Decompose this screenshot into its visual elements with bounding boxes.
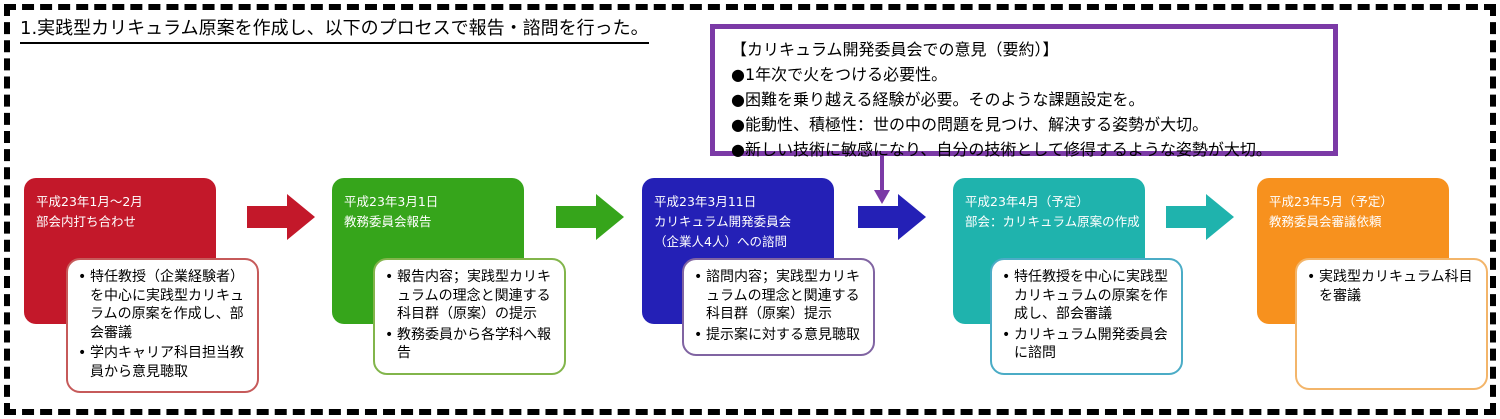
flow-arrow-2	[556, 194, 624, 240]
stage-date: 平成23年3月11日	[654, 194, 757, 209]
detail-item: 報告内容；実践型カリキュラムの理念と関連する科目群（原案）の提示	[385, 268, 554, 324]
stage-detail-2: 報告内容；実践型カリキュラムの理念と関連する科目群（原案）の提示 教務委員から各…	[373, 258, 566, 375]
flow-arrow-1	[247, 194, 315, 240]
opinion-item: ●困難を乗り越える経験が必要。そのような課題設定を。	[731, 90, 1145, 109]
detail-item: 特任教授（企業経験者）を中心に実践型カリキュラムの原案を作成し、部会審議	[78, 268, 247, 342]
opinion-title: 【カリキュラム開発委員会での意見（要約）】	[731, 40, 1059, 59]
detail-item: 提示案に対する意見聴取	[694, 326, 863, 345]
detail-item: カリキュラム開発委員会に諮問	[1002, 326, 1171, 363]
stage-date: 平成23年4月（予定）	[965, 194, 1089, 209]
stage-detail-3: 諮問内容；実践型カリキュラムの理念と関連する科目群（原案）提示 提示案に対する意…	[682, 258, 875, 356]
stage-detail-4: 特任教授を中心に実践型カリキュラムの原案を作成し、部会審議 カリキュラム開発委員…	[990, 258, 1183, 375]
page-title: 1.実践型カリキュラム原案を作成し、以下のプロセスで報告・諮問を行った。	[20, 14, 649, 44]
stage-title: 教務委員会審議依頼	[1269, 214, 1382, 229]
dashed-frame	[4, 4, 1496, 415]
stage-title: 部会内打ち合わせ	[36, 214, 137, 229]
opinion-item: ●新しい技術に敏感になり、自分の技術として修得するような姿勢が大切。	[731, 140, 1272, 159]
detail-item: 諮問内容；実践型カリキュラムの理念と関連する科目群（原案）提示	[694, 268, 863, 324]
opinion-item: ●1年次で火をつける必要性。	[731, 65, 948, 84]
stage-title: カリキュラム開発委員会	[654, 214, 792, 229]
committee-opinion-box: 【カリキュラム開発委員会での意見（要約）】 ●1年次で火をつける必要性。 ●困難…	[710, 24, 1338, 159]
stage-detail-1: 特任教授（企業経験者）を中心に実践型カリキュラムの原案を作成し、部会審議 学内キ…	[66, 258, 259, 393]
stage-date: 平成23年5月（予定）	[1269, 194, 1393, 209]
detail-item: 特任教授を中心に実践型カリキュラムの原案を作成し、部会審議	[1002, 268, 1171, 324]
detail-item: 実践型カリキュラム科目を審議	[1307, 268, 1476, 305]
stage-title: 部会：カリキュラム原案の作成	[965, 214, 1140, 229]
stage-date: 平成23年1月〜2月	[36, 194, 143, 209]
stage-date: 平成23年3月1日	[344, 194, 439, 209]
opinion-down-arrow	[874, 156, 890, 204]
detail-item: 教務委員から各学科へ報告	[385, 326, 554, 363]
detail-item: 学内キャリア科目担当教員から意見聴取	[78, 344, 247, 381]
flow-arrow-4	[1166, 194, 1234, 240]
stage-subtitle: （企業人4人）への諮問	[654, 234, 787, 249]
stage-detail-5: 実践型カリキュラム科目を審議	[1295, 258, 1488, 390]
stage-title: 教務委員会報告	[344, 214, 432, 229]
opinion-item: ●能動性、積極性：世の中の問題を見つけ、解決する姿勢が大切。	[731, 115, 1209, 134]
flow-arrow-3	[858, 194, 926, 240]
